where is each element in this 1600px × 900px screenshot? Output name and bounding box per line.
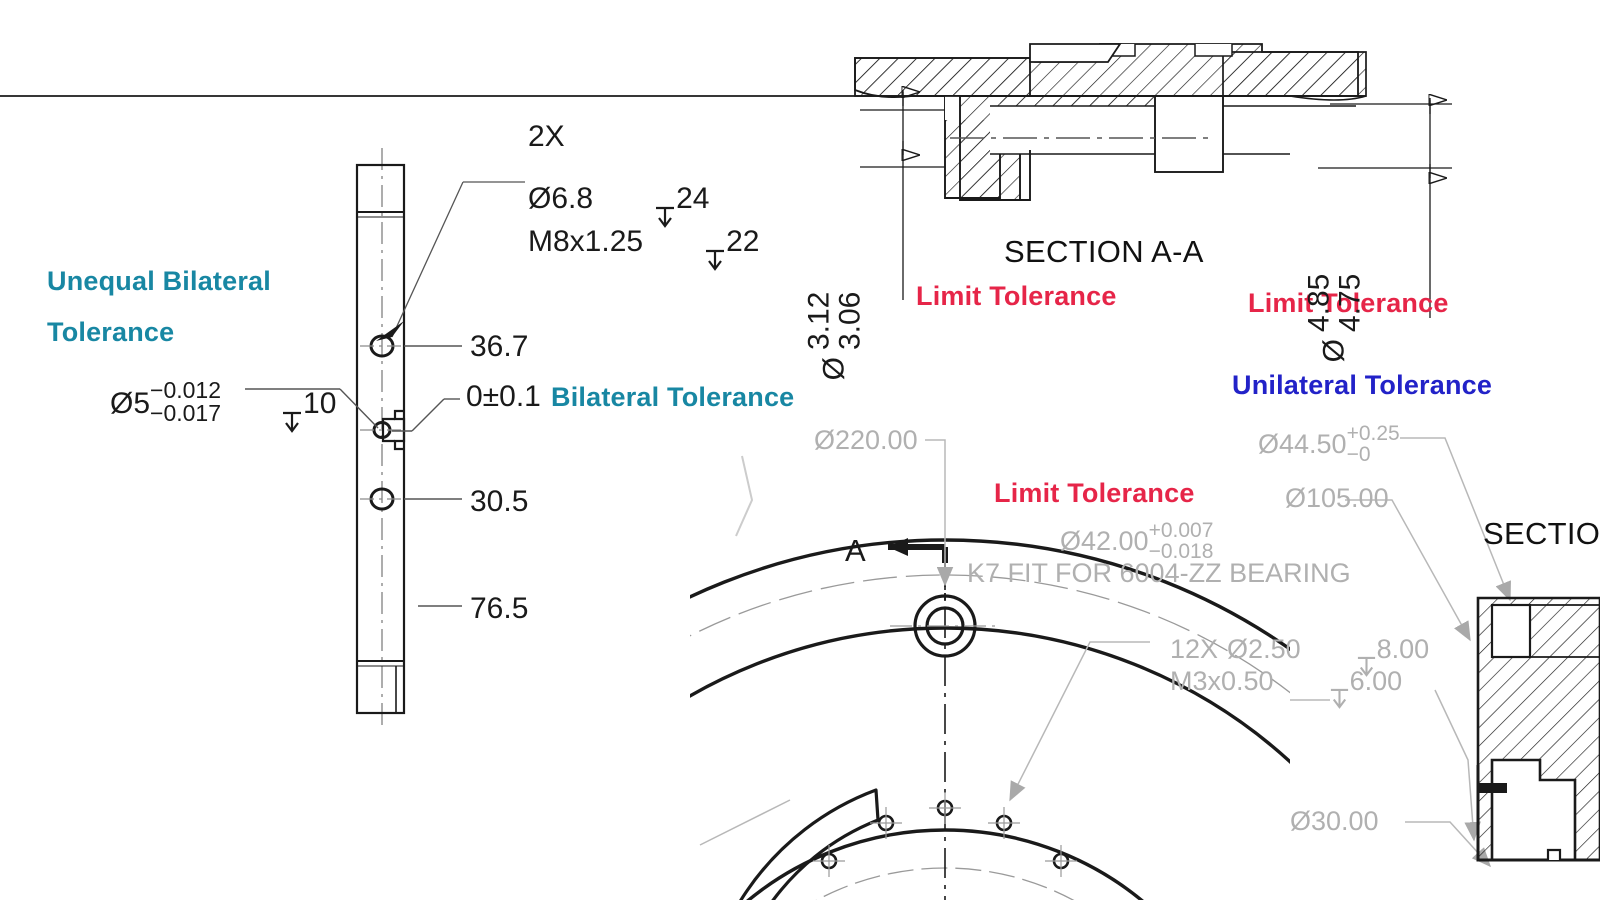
section-a-right-view	[1476, 596, 1600, 862]
dim-3-12-3-06	[860, 90, 945, 300]
bore-base: Ø42.00	[1060, 526, 1149, 557]
dim-bearing-bore: Ø42.00+0.007−0.018	[1060, 520, 1214, 564]
dim-30: Ø30.00	[1290, 806, 1379, 836]
tapped-depth-2: 6.00	[1349, 665, 1403, 696]
tol-upper: +0.25	[1346, 422, 1400, 445]
note-limit-left: Limit Tolerance	[916, 281, 1117, 311]
section-marker-label: A	[845, 533, 866, 568]
diameter-icon: Ø	[817, 357, 851, 381]
note-limit-circular: Limit Tolerance	[994, 478, 1195, 508]
note-limit-right: Limit Tolerance	[1248, 288, 1449, 318]
dim-4-85-4-75	[1318, 98, 1452, 318]
dim-220: Ø220.00	[814, 425, 918, 455]
hole-callout-drill: Ø6.8 24	[528, 163, 709, 234]
note-unequal-bilateral-line1: Unequal Bilateral	[47, 266, 271, 296]
hole-drill-dia: Ø6.8	[528, 181, 594, 215]
depth-icon	[604, 163, 676, 234]
limit-upper: 3.12	[802, 291, 836, 351]
limit-lower: 4.75	[1333, 273, 1367, 333]
dim-unequal-tolerance: −0.012−0.017	[150, 376, 222, 427]
section-aa-view	[0, 43, 1452, 318]
dim-76-5: 76.5	[470, 592, 529, 625]
dim-tapped-holes-line1: 12X Ø2.50 8.00	[1170, 618, 1429, 682]
dim-bilateral-value: 0±0.1	[466, 380, 541, 413]
tol-lower: −0.018	[1148, 540, 1214, 564]
dim-44-50: Ø44.50+0.25−0	[1258, 423, 1400, 467]
leader-hole-callout	[376, 181, 525, 341]
section-aa-label: SECTION A-A	[1004, 234, 1204, 269]
tol-lower: −0.017	[150, 400, 222, 427]
gray-leaders	[699, 437, 1511, 868]
tol-lower: −0	[1346, 443, 1371, 467]
dim-unequal-base: Ø5	[110, 386, 151, 420]
dim-tapped-holes-line2: M3x0.50 6.00	[1170, 650, 1402, 714]
left-plate-view	[245, 148, 525, 728]
limit-lower: 3.06	[833, 291, 867, 351]
tapped-thread: M3x0.50	[1170, 665, 1274, 696]
dim-44-base: Ø44.50	[1258, 429, 1347, 460]
depth-icon	[1311, 618, 1377, 682]
hole-callout-qty: 2X	[528, 120, 565, 153]
depth-icon	[1284, 650, 1350, 714]
hole-thread-depth: 22	[726, 224, 760, 258]
note-bilateral: Bilateral Tolerance	[551, 382, 795, 412]
tapped-dia: Ø2.50	[1227, 633, 1301, 664]
dim-44-tolerance: +0.25−0	[1347, 423, 1400, 466]
limit-upper: 4.85	[1302, 273, 1336, 333]
tol-upper: +0.007	[1148, 519, 1214, 542]
depth-icon	[654, 206, 726, 277]
diameter-icon: Ø	[1317, 339, 1351, 363]
note-bearing-fit: K7 FIT FOR 6004-ZZ BEARING	[967, 558, 1351, 588]
dim-unequal-depth: 10	[303, 386, 337, 420]
bore-tolerance: +0.007−0.018	[1149, 520, 1214, 563]
dim-36-7: 36.7	[470, 330, 529, 363]
note-unequal-bilateral-line2: Tolerance	[47, 317, 175, 347]
dim-105: Ø105.00	[1285, 483, 1389, 513]
hole-thread-spec: M8x1.25	[528, 224, 644, 258]
tol-upper: −0.012	[150, 376, 222, 403]
leader-unequal-bilateral	[245, 388, 379, 429]
section-marker-a	[888, 538, 948, 600]
tapped-qty: 12X	[1170, 633, 1219, 664]
dim-unequal-bilateral: Ø5−0.012−0.017 10	[110, 368, 336, 439]
tapped-depth: 8.00	[1376, 633, 1430, 664]
dim-section-left-limit: Ø 3.12 3.06	[802, 291, 867, 381]
hole-callout-thread: M8x1.25 22	[528, 206, 759, 277]
leader-bilateral	[392, 398, 460, 432]
dim-section-right-limit: Ø 4.85 4.75	[1302, 273, 1367, 363]
depth-icon	[231, 368, 303, 439]
hole-drill-depth: 24	[676, 181, 710, 215]
dim-30-5: 30.5	[470, 485, 529, 518]
section-a-right-label: SECTION A	[1483, 516, 1600, 551]
note-unilateral: Unilateral Tolerance	[1232, 370, 1493, 400]
